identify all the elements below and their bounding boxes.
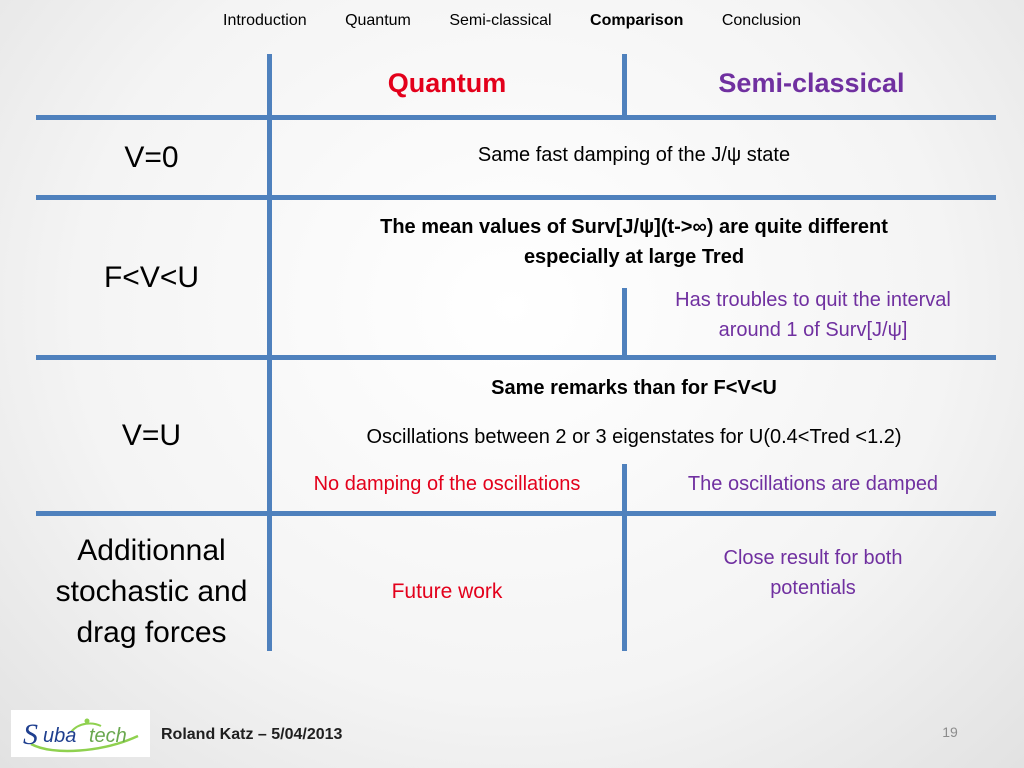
- fvu-semi-classical-text: Has troubles to quit the interval around…: [627, 285, 999, 345]
- additional-semi-classical-line-2: potentials: [770, 577, 856, 599]
- subatech-logo: S uba tech: [11, 710, 150, 757]
- table-divider-fvu-middle: [622, 288, 627, 356]
- table-divider-label-column: [267, 54, 272, 651]
- table-divider-row-3: [36, 511, 996, 516]
- header-semi-classical: Semi-classical: [718, 67, 905, 98]
- additional-semi-classical-text: Close result for both potentials: [627, 543, 999, 603]
- row-label-additional: Additionnal stochastic and drag forces: [36, 530, 267, 653]
- table-divider-header: [36, 115, 996, 120]
- vu-remark: Same remarks than for F<V<U: [491, 377, 777, 399]
- vu-quantum-text: No damping of the oscillations: [313, 473, 581, 495]
- table-divider-header-middle: [622, 54, 627, 116]
- additional-label-line-1: Additionnal: [77, 534, 226, 567]
- vu-oscillations-text: Oscillations between 2 or 3 eigenstates …: [366, 426, 902, 448]
- logo-text-tech: tech: [89, 725, 127, 747]
- row-label-v0: V=0: [124, 141, 179, 174]
- fvu-shared-text: The mean values of Surv[J/ψ](t->∞) are q…: [272, 212, 996, 272]
- additional-label-line-2: stochastic and: [55, 575, 248, 608]
- logo-text-uba: uba: [43, 725, 76, 747]
- additional-quantum-text: Future work: [391, 580, 503, 603]
- nav-item-semi-classical[interactable]: Semi-classical: [449, 12, 552, 29]
- table-divider-additional-middle: [622, 515, 627, 651]
- fvu-semi-classical-line-1: Has troubles to quit the interval: [675, 289, 951, 311]
- nav-item-quantum[interactable]: Quantum: [345, 12, 411, 29]
- page-number: 19: [942, 724, 958, 740]
- table-divider-row-1: [36, 195, 996, 200]
- table-divider-vu-middle: [622, 464, 627, 512]
- row-label-vu: V=U: [121, 419, 182, 452]
- fvu-shared-line-2: especially at large Tred: [523, 246, 745, 268]
- table-divider-row-2: [36, 355, 996, 360]
- subatech-logo-graphic: S uba tech: [23, 718, 139, 752]
- section-nav: Introduction Quantum Semi-classical Comp…: [0, 12, 1024, 30]
- additional-label-line-3: drag forces: [76, 616, 227, 649]
- v0-shared-text: Same fast damping of the J/ψ state: [477, 144, 791, 166]
- header-quantum: Quantum: [387, 67, 507, 98]
- fvu-semi-classical-line-2: around 1 of Surv[J/ψ]: [718, 319, 908, 341]
- nav-item-conclusion[interactable]: Conclusion: [721, 12, 801, 29]
- logo-text-s: S: [23, 718, 38, 751]
- additional-semi-classical-line-1: Close result for both: [723, 547, 903, 569]
- nav-item-comparison[interactable]: Comparison: [590, 12, 684, 29]
- fvu-shared-line-1: The mean values of Surv[J/ψ](t->∞) are q…: [380, 216, 888, 238]
- footer-author: Roland Katz – 5/04/2013: [161, 726, 343, 743]
- row-label-fvu: F<V<U: [103, 261, 200, 294]
- vu-semi-classical-text: The oscillations are damped: [687, 473, 939, 495]
- nav-item-introduction[interactable]: Introduction: [223, 12, 307, 29]
